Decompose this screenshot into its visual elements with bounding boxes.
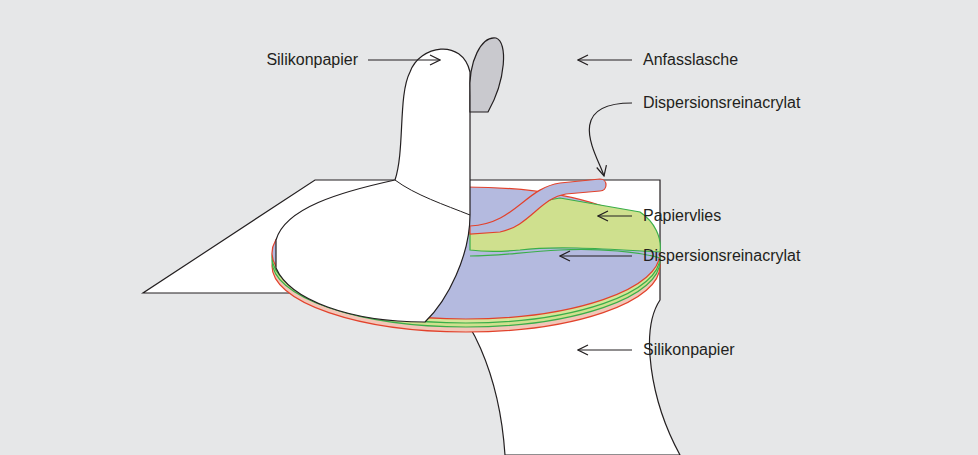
leader-arrow bbox=[368, 59, 440, 60]
leader-arrow bbox=[578, 59, 632, 60]
leader-arrow bbox=[560, 255, 632, 256]
top-release-paper bbox=[276, 49, 470, 322]
part-label: Anfasslasche bbox=[643, 50, 738, 70]
grip-tab bbox=[470, 38, 504, 112]
part-label: Dispersionsreinacrylat bbox=[643, 93, 800, 113]
peeled-adhesive-tongue bbox=[470, 179, 606, 234]
release-paper-fold bbox=[395, 180, 470, 215]
part-label: Dispersionsreinacrylat bbox=[643, 246, 800, 266]
fleece-lower-edge bbox=[470, 249, 660, 258]
part-label: Papiervlies bbox=[643, 206, 721, 226]
part-label: Silikonpapier bbox=[643, 340, 735, 360]
leader-arrow bbox=[598, 215, 632, 216]
leader-arrow bbox=[589, 103, 632, 176]
part-label: Silikonpapier bbox=[266, 50, 358, 70]
leader-arrow bbox=[578, 349, 632, 350]
